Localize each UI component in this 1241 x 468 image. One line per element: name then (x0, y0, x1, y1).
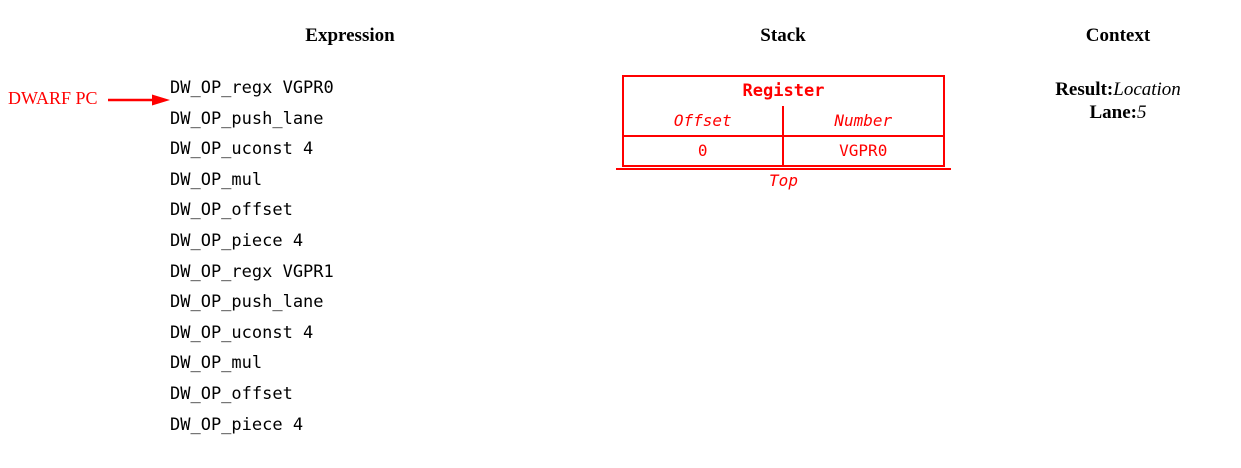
context-key-lane: Lane: (1089, 102, 1138, 123)
stack-cell-offset: 0 (624, 137, 784, 165)
column-heading-stack: Stack (760, 25, 806, 46)
expression-line: DW_OP_mul (170, 169, 263, 190)
context-value-lane: 5 (1137, 102, 1147, 123)
column-heading-context: Context (1085, 25, 1151, 46)
stack-top-rule (616, 168, 951, 170)
expression-line: DW_OP_piece 4 (170, 414, 304, 435)
expression-line: DW_OP_regx VGPR1 (170, 261, 334, 282)
expression-line: DW_OP_offset (170, 383, 293, 404)
expression-line: DW_OP_uconst 4 (170, 322, 314, 343)
dwarf-pc-arrow-icon (108, 94, 170, 106)
context-key-result: Result: (1055, 79, 1114, 100)
expression-line: DW_OP_uconst 4 (170, 139, 314, 160)
dwarf-pc-label: DWARF PC (8, 88, 98, 108)
context-entry-result: Result:Location (1030, 78, 1206, 101)
expression-line: DW_OP_regx VGPR0 (170, 78, 334, 98)
column-heading-expression: Expression (305, 25, 395, 46)
expression-line: DW_OP_mul (170, 353, 263, 374)
expression-line: DW_OP_offset (170, 200, 293, 221)
stack-entry-title: Register (742, 81, 825, 101)
context-values: Result:Location Lane:5 (1030, 78, 1206, 124)
stack-subheader-offset: Offset (624, 106, 784, 135)
context-entry-lane: Lane:5 (1030, 101, 1206, 124)
stack-entry-table: Register Offset Number 0 VGPR0 (622, 75, 945, 167)
expression-line: DW_OP_push_lane (170, 292, 324, 313)
expression-line: DW_OP_piece 4 (170, 230, 304, 251)
expression-listing: DW_OP_regx VGPR0 DW_OP_push_lane DW_OP_u… (170, 73, 334, 440)
stack-entry-row: 0 VGPR0 (624, 137, 943, 165)
stack-entry-subheader-row: Offset Number (624, 106, 943, 137)
stack-cell-number: VGPR0 (839, 141, 888, 160)
context-value-result: Location (1113, 79, 1181, 100)
stack-subheader-number: Number (834, 111, 893, 130)
stack-top-label: Top (769, 171, 798, 190)
expression-line: DW_OP_push_lane (170, 108, 324, 129)
